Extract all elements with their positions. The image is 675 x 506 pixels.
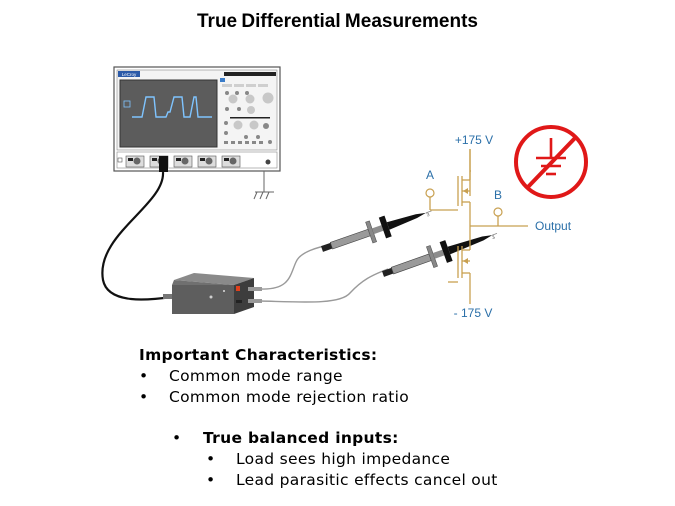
half-bridge-circuit: [429, 149, 528, 304]
characteristics-heading-row: Important Characteristics:: [139, 345, 559, 366]
list-item: • Common mode rejection ratio: [139, 387, 559, 408]
no-ground-icon: [514, 125, 588, 199]
waveform-trace: [132, 96, 212, 118]
differential-probe-b: 3: [381, 233, 498, 277]
bullet-icon: •: [206, 450, 216, 468]
upper-mosfet-arrow: [463, 188, 468, 194]
list-item-text: Load sees high impedance: [236, 450, 451, 468]
slide-title: True Differential Measurements: [197, 11, 478, 32]
brand-logo-text: LeCroy: [122, 72, 137, 77]
bullet-icon: •: [172, 429, 182, 447]
test-point-a-label: A: [426, 168, 434, 182]
list-item-text: Common mode rejection ratio: [169, 388, 410, 406]
positive-supply-label: +175 V: [455, 133, 493, 147]
negative-supply-label: - 175 V: [454, 306, 493, 320]
test-point-b-label: B: [494, 188, 502, 202]
balanced-heading: True balanced inputs:: [203, 429, 399, 447]
scope-control-panel[interactable]: [222, 84, 274, 144]
probe-connector: [159, 156, 168, 172]
list-item: • Common mode range: [139, 366, 559, 387]
differential-probe-a: 3: [321, 210, 432, 252]
list-item: • Load sees high impedance: [172, 449, 572, 470]
probe-a-tip-number: 3: [426, 212, 431, 219]
lower-mosfet-arrow: [463, 258, 468, 264]
differential-amplifier: [163, 273, 262, 314]
brand-logo: [118, 71, 140, 77]
lead-wire-a: [260, 244, 331, 290]
output-label: Output: [535, 219, 572, 233]
scope-ground-symbol: [253, 171, 274, 200]
bullet-icon: •: [139, 388, 149, 406]
test-point-b: [493, 207, 503, 217]
bullet-icon: •: [206, 471, 216, 489]
balanced-inputs-section: • True balanced inputs: • Load sees high…: [172, 428, 572, 491]
list-item-text: Common mode range: [169, 367, 343, 385]
amplifier-indicator: [236, 286, 240, 291]
characteristics-section: Important Characteristics: • Common mode…: [139, 345, 559, 408]
characteristics-heading: Important Characteristics:: [139, 346, 378, 364]
oscilloscope: LeCroy: [113, 66, 281, 200]
test-point-a: [425, 188, 435, 198]
lead-wire-b: [260, 268, 389, 303]
probe-b-tip-number: 3: [491, 234, 496, 241]
scope-screen: [119, 79, 218, 148]
measurement-diagram: LeCroy: [101, 66, 588, 320]
list-item: • Lead parasitic effects cancel out: [172, 470, 572, 491]
balanced-heading-row: • True balanced inputs:: [172, 428, 572, 449]
scope-cable: [101, 171, 173, 301]
scope-top-display: [224, 72, 276, 76]
list-item-text: Lead parasitic effects cancel out: [236, 471, 498, 489]
bullet-icon: •: [139, 367, 149, 385]
